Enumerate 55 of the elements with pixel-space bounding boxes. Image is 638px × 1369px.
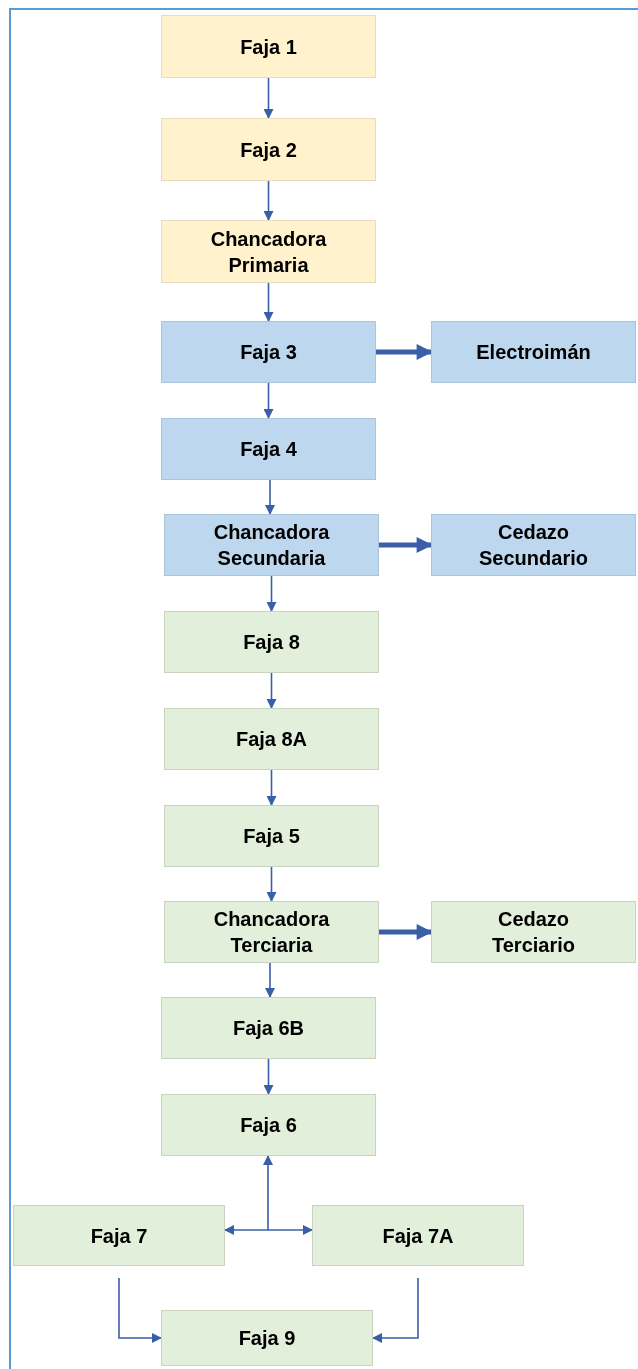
process-box [161, 997, 376, 1059]
process-box [431, 901, 636, 963]
arrow [263, 1155, 273, 1231]
box-label: Faja 9 [238, 1326, 296, 1351]
box-label: Faja 2 [240, 137, 297, 163]
arrow [265, 479, 275, 515]
box-label: Electroimán [476, 340, 591, 365]
arrow [263, 180, 274, 221]
box-label: Cedazo Secundario [478, 520, 589, 571]
box-label: Faja 3 [240, 340, 297, 365]
box-label: Faja 6B [232, 1016, 305, 1041]
arrow [265, 962, 275, 998]
box-label: Faja 8A [235, 727, 308, 752]
box-label: Faja 6 [240, 1113, 297, 1138]
box-label: Faja 7 [90, 1223, 148, 1249]
process-box [161, 1310, 373, 1366]
arrow [224, 1225, 269, 1235]
process-box [431, 321, 636, 383]
process-box [161, 15, 376, 78]
arrow [263, 382, 274, 419]
process-box [164, 708, 379, 770]
arrow [376, 344, 433, 360]
process-box [161, 321, 376, 383]
process-box [161, 118, 376, 181]
arrow [263, 77, 274, 119]
box-label: Chancadora Secundaria [212, 520, 331, 571]
arrow [267, 1225, 313, 1235]
process-box [164, 901, 379, 963]
arrow [266, 866, 277, 902]
process-box [431, 514, 636, 576]
box-label: Chancadora Terciaria [212, 907, 331, 958]
box-label: Faja 1 [240, 34, 297, 60]
arrow [263, 1058, 274, 1095]
box-label: Chancadora Primaria [209, 226, 328, 278]
box-label: Cedazo Terciario [491, 907, 576, 958]
arrow [266, 575, 277, 612]
process-box [312, 1205, 524, 1266]
process-box [164, 514, 379, 576]
arrow [266, 672, 277, 709]
process-box [161, 220, 376, 283]
arrow [372, 1277, 419, 1343]
process-box [161, 1094, 376, 1156]
box-label: Faja 4 [240, 437, 297, 462]
box-label: Faja 7A [382, 1223, 454, 1249]
process-box [164, 805, 379, 867]
process-box [161, 418, 376, 480]
arrow [379, 537, 433, 553]
process-box [164, 611, 379, 673]
arrow [118, 1277, 162, 1343]
box-label: Faja 8 [243, 630, 300, 655]
arrow [266, 769, 277, 806]
box-label: Faja 5 [243, 824, 300, 849]
arrow [379, 924, 433, 940]
process-box [13, 1205, 225, 1266]
arrow [263, 282, 274, 322]
